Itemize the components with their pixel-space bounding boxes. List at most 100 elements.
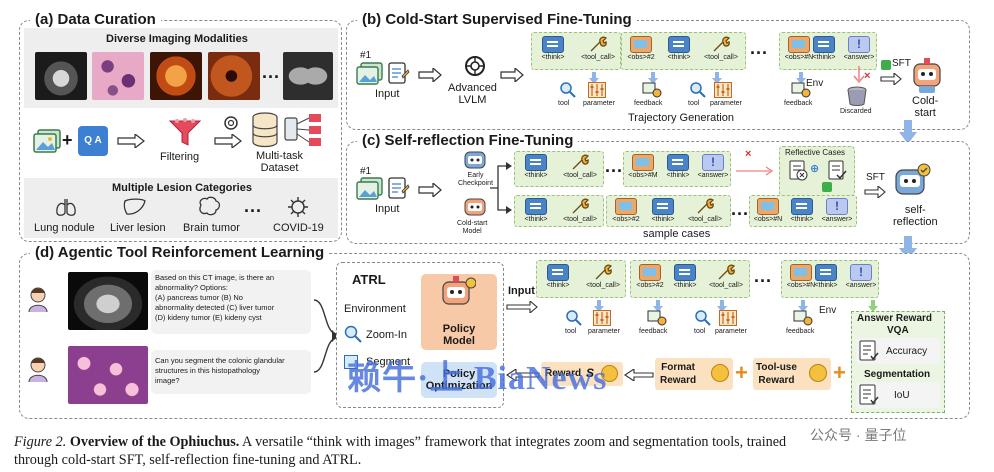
feedback-env-icon xyxy=(642,82,662,103)
observation-image-icon xyxy=(757,198,779,215)
tool-call-token: <tool_call> xyxy=(700,36,742,61)
tool-call-token: <tool_call> xyxy=(582,264,624,289)
obs-token: <obs>#2 xyxy=(632,264,668,289)
histopathology-image xyxy=(68,346,148,404)
wrench-icon xyxy=(710,36,732,53)
sub-label: tool xyxy=(565,328,577,335)
doc-x-icon xyxy=(789,160,809,187)
answer-icon xyxy=(848,36,870,53)
seg-question-text: Can you segment the colonic glandular st… xyxy=(155,356,285,385)
answer-icon xyxy=(702,154,724,171)
magnifier-icon xyxy=(344,325,362,348)
arrow-icon xyxy=(214,132,242,153)
observation-image-icon xyxy=(639,264,661,281)
user-avatar-icon xyxy=(26,286,50,317)
lesion-label: COVID-19 xyxy=(273,222,324,234)
down-arrow-icon xyxy=(594,299,604,317)
think-icon xyxy=(525,198,547,215)
sample-index: #1 xyxy=(360,50,372,61)
accuracy-label: Accuracy xyxy=(886,346,928,357)
sub-label: tool xyxy=(694,328,706,335)
environment-label: Environment xyxy=(344,303,406,315)
checklist-icon xyxy=(859,384,879,411)
down-arrow-icon xyxy=(868,299,878,317)
virus-icon xyxy=(287,196,309,223)
arrow-icon xyxy=(506,299,538,318)
input-image-icon xyxy=(356,177,384,206)
think-token: <think> xyxy=(661,36,697,61)
openai-logo-icon xyxy=(223,115,239,136)
question-note-icon xyxy=(388,62,410,91)
format-reward-label: Format Reward xyxy=(660,362,697,386)
magnifier-icon xyxy=(690,82,706,103)
observation-image-icon xyxy=(788,36,810,53)
modalities-title: Diverse Imaging Modalities xyxy=(106,33,248,45)
trajectory-generation-label: Trajectory Generation xyxy=(628,112,734,124)
discarded-label: Discarded xyxy=(840,108,872,115)
abdominal-ct-image xyxy=(68,272,148,330)
reflection-ellipsis: ... xyxy=(605,156,624,176)
feedback-env-icon xyxy=(793,310,813,331)
cold-start-model-label: Cold-start Model xyxy=(457,220,488,235)
modalities-ellipsis: ... xyxy=(262,62,281,82)
obs-token: <obs>#2 xyxy=(623,36,659,61)
robot-icon xyxy=(910,58,944,99)
segment-label: Segment xyxy=(366,356,411,368)
wrench-icon xyxy=(569,198,591,215)
advanced-lvlm-label: Advanced LVLM xyxy=(448,82,497,106)
robot-icon xyxy=(463,148,487,177)
check-box-icon xyxy=(881,60,891,70)
down-arrow-icon xyxy=(653,299,663,317)
think-token: <think> xyxy=(660,154,696,179)
reflective-cases-label: Reflective Cases xyxy=(785,148,846,157)
wrench-icon xyxy=(592,264,614,281)
sliders-icon xyxy=(714,82,732,103)
think-token: <think> xyxy=(667,264,703,289)
answer-token: <answer> xyxy=(842,264,880,289)
tool-call-token: <tool_call> xyxy=(684,198,726,223)
panel-d-title: (d) Agentic Tool Reinforcement Learning xyxy=(30,245,330,261)
think-token: <think> xyxy=(806,36,842,61)
tool-call-token: <tool_call> xyxy=(559,198,601,223)
fundus-image xyxy=(150,52,202,100)
checklist-icon xyxy=(859,340,879,367)
policy-model-label: Policy Model xyxy=(442,323,476,347)
ct-image xyxy=(35,52,87,100)
database-icon xyxy=(250,112,280,153)
left-arrow-icon xyxy=(506,367,540,386)
obs-token: <obs>#N xyxy=(783,264,819,289)
down-arrow-icon xyxy=(796,71,806,89)
observation-image-icon xyxy=(630,36,652,53)
watermark-text: 赖牛·上 BiaNews xyxy=(347,360,608,397)
histology-image xyxy=(92,52,144,100)
segmentation-label: Segmentation xyxy=(864,369,931,380)
down-arrow-icon xyxy=(589,71,599,89)
observation-image-icon xyxy=(615,198,637,215)
image-stack-icon xyxy=(32,128,62,154)
arrow-icon xyxy=(117,132,145,153)
panel-c-title: (c) Self-reflection Fine-Tuning xyxy=(357,133,579,149)
self-reflection-label: self- reflection xyxy=(893,204,938,228)
caption-bold-title: Overview of the Ophiuchus. xyxy=(69,434,240,450)
env-label: Env xyxy=(806,78,824,89)
coin-icon xyxy=(601,365,618,382)
sample-index: #1 xyxy=(360,166,372,177)
vqa-label: VQA xyxy=(887,325,909,336)
watermark-small-text: 公众号 · 量子位 xyxy=(810,427,907,443)
observation-image-icon xyxy=(632,154,654,171)
question-bubble xyxy=(151,350,311,394)
answer-icon xyxy=(826,198,848,215)
sample-cases-label: sample cases xyxy=(643,228,711,240)
atrl-label: ATRL xyxy=(352,272,386,287)
obs-token: <obs>#M xyxy=(625,154,661,179)
zoom-in-label: Zoom-In xyxy=(366,329,407,341)
think-token: <think> xyxy=(518,154,554,179)
sample-ellipsis: ... xyxy=(731,199,750,219)
qa-badge-text: Q A xyxy=(84,135,102,146)
panel-a-title: (a) Data Curation xyxy=(30,12,161,28)
filter-funnel-icon xyxy=(168,118,202,153)
brain-icon xyxy=(196,196,222,223)
lesions-ellipsis: ... xyxy=(244,196,263,216)
panel-b-title: (b) Cold-Start Supervised Fine-Tuning xyxy=(357,12,637,28)
wrench-icon xyxy=(715,264,737,281)
